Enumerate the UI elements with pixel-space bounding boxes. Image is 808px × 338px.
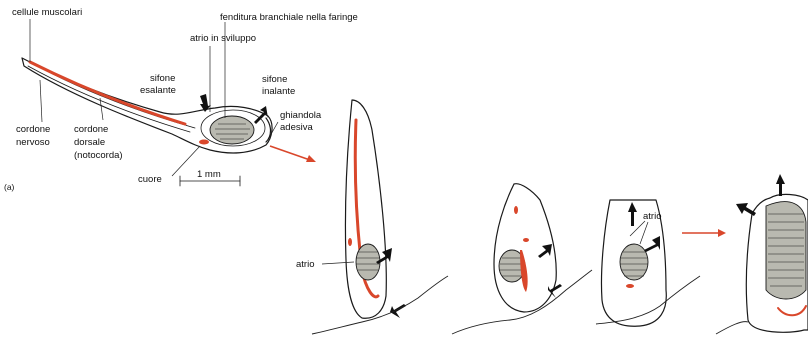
label-ghiandola-2: adesiva — [280, 122, 313, 133]
metamorphosis-stage-1 — [452, 184, 592, 334]
label-ghiandola-1: ghiandola — [280, 110, 322, 121]
stage3-arrow-1 — [538, 244, 552, 258]
label-cordone-dorsale-3: (notocorda) — [74, 150, 123, 161]
stage3-mark-2 — [523, 238, 529, 242]
heart — [199, 140, 209, 145]
stage4-substrate — [596, 276, 700, 324]
stage3-mark-1 — [514, 206, 518, 214]
label-cordone-dorsale-1: cordone — [74, 124, 108, 135]
leader-atrio-2b — [640, 222, 648, 244]
label-sifone-esalante-2: esalante — [140, 85, 176, 96]
stage3-tail-remnant — [520, 250, 528, 292]
pharynx — [210, 116, 254, 144]
leader-atrio-1 — [322, 262, 354, 264]
stage4-arrow-side — [644, 236, 660, 252]
label-atrio-sviluppo: atrio in sviluppo — [190, 33, 256, 44]
stage4-heart — [626, 284, 634, 288]
adult-pharynx — [766, 202, 806, 299]
label-atrio-2: atrio — [643, 211, 661, 222]
stage4-arrow-up — [628, 202, 637, 226]
adult-substrate — [716, 322, 748, 334]
label-fenditura: fenditura branchiale nella faringe — [220, 12, 358, 23]
label-cordone-dorsale-2: dorsale — [74, 137, 105, 148]
settling-stage — [312, 100, 448, 334]
stage-arrow-2 — [682, 229, 726, 237]
stage-arrow-1 — [270, 146, 316, 162]
tadpole-larva — [22, 58, 272, 186]
label-sifone-inalante-2: inalante — [262, 86, 295, 97]
label-cuore: cuore — [138, 174, 162, 185]
adult-red-structure — [778, 306, 806, 315]
juvenile-adult — [716, 174, 808, 334]
adult-arrow-side — [736, 203, 756, 216]
label-scale: 1 mm — [197, 169, 221, 180]
label-cordone-nervoso-1: cordone — [16, 124, 50, 135]
settling-heart — [348, 238, 352, 246]
label-sifone-esalante-1: sifone — [150, 73, 175, 84]
label-atrio-1: atrio — [296, 259, 314, 270]
adult-arrow-top — [776, 174, 785, 196]
label-cellule-muscolari: cellule muscolari — [12, 7, 82, 18]
label-cordone-nervoso-2: nervoso — [16, 137, 50, 148]
settling-substrate — [312, 276, 448, 334]
label-panel-a: (a) — [4, 182, 15, 192]
settling-arrow-2 — [390, 304, 406, 318]
stage4-pharynx — [620, 244, 648, 280]
label-sifone-inalante-1: sifone — [262, 74, 287, 85]
